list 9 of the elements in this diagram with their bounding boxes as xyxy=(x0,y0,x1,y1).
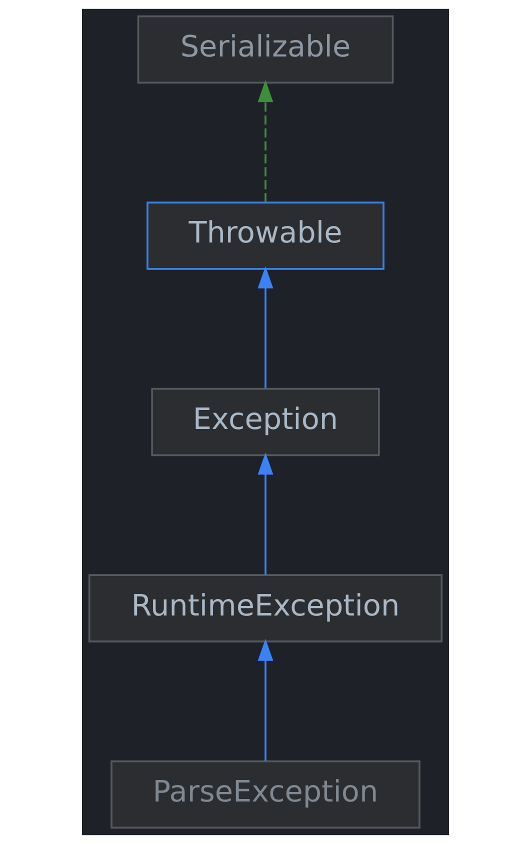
arrow xyxy=(257,80,273,202)
arrow xyxy=(257,638,273,761)
node-box: Throwable xyxy=(146,202,384,270)
node-box: ParseException xyxy=(110,760,420,829)
arrow xyxy=(257,452,273,575)
node-box: RuntimeException xyxy=(88,574,442,642)
node-box: Serializable xyxy=(136,15,394,84)
node-box: Exception xyxy=(150,388,380,456)
arrow xyxy=(257,266,273,388)
